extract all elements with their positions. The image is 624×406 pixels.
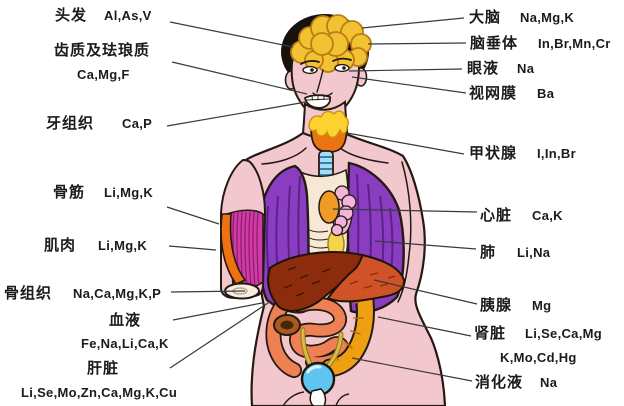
bladder-illustration (300, 361, 336, 406)
leader-line-kidney (377, 316, 472, 337)
label-hair-elements: Al,As,V (104, 8, 152, 23)
label-bone-elements: Na,Ca,Mg,K,P (73, 286, 162, 301)
left-eye-pupil (310, 68, 314, 72)
leader-line-retina (351, 76, 467, 94)
leader-line-brain (361, 17, 465, 29)
head-illustration (281, 14, 372, 122)
leader-line-hair (169, 21, 294, 48)
label-muscle-elements: Li,Mg,K (98, 238, 148, 253)
label-liver-elements: Li,Se,Mo,Zn,Ca,Mg,K,Cu (21, 385, 178, 400)
label-hair: 头发 (55, 7, 88, 24)
label-eyefluid: 眼液 (467, 60, 500, 77)
label-enamel: 齿质及珐琅质 (54, 42, 151, 59)
leader-line-heart (332, 208, 478, 213)
liver-illustration (267, 251, 406, 312)
label-kidney-elements2: K,Mo,Cd,Hg (500, 350, 577, 365)
leader-line-tendon (166, 206, 220, 225)
label-muscle: 肌肉 (44, 237, 77, 254)
leader-line-blood (172, 302, 263, 321)
leader-line-digestive (351, 357, 473, 382)
leader-line-pancreas (373, 279, 478, 305)
label-brain-elements: Na,Mg,K (520, 10, 575, 25)
thyroid-illustration (308, 110, 350, 153)
left-arm-illustration (220, 158, 267, 300)
label-heart-elements: Ca,K (532, 208, 563, 223)
colon-cut-section (273, 314, 301, 336)
collarbone-lines (261, 147, 412, 303)
label-brain: 大脑 (469, 9, 502, 26)
label-kidney-elements: Li,Se,Ca,Mg (525, 326, 602, 341)
label-blood: 血液 (109, 312, 142, 329)
label-blood-elements: Fe,Na,Li,Ca,K (81, 336, 169, 351)
label-tooth: 牙组织 (46, 115, 95, 132)
small-intestine-illustration (289, 296, 350, 370)
leader-line-lung (374, 240, 477, 250)
label-lung: 肺 (480, 244, 497, 261)
label-enamel-elements: Ca,Mg,F (77, 67, 130, 82)
leader-line-liver (169, 300, 272, 369)
label-pituitary-elements: In,Br,Mn,Cr (538, 36, 611, 51)
label-tooth-elements: Ca,P (122, 116, 153, 131)
leader-line-bone (170, 290, 246, 293)
label-retina: 视网膜 (469, 85, 518, 102)
thigh-lines (282, 391, 350, 406)
label-thyroid: 甲状腺 (469, 145, 518, 162)
label-digestive: 消化液 (475, 374, 524, 391)
tendon-illustration (220, 213, 247, 285)
label-thyroid-elements: I,In,Br (537, 146, 576, 161)
leader-line-pituitary (367, 42, 467, 45)
leader-line-tooth (166, 101, 307, 127)
right-arm-line (397, 161, 412, 303)
label-retina-elements: Ba (537, 86, 555, 101)
label-digestive-elements: Na (540, 375, 558, 390)
leader-line-enamel (171, 61, 308, 95)
label-heart: 心脏 (480, 207, 513, 224)
brain-illustration (290, 14, 372, 73)
label-kidney: 肾脏 (474, 325, 507, 342)
thyroid-drip (308, 110, 350, 139)
label-tendon-elements: Li,Mg,K (104, 185, 154, 200)
label-pancreas-elements: Mg (532, 298, 552, 313)
label-pituitary: 脑垂体 (470, 35, 519, 52)
leader-line-muscle (168, 245, 217, 251)
label-eyefluid-elements: Na (517, 61, 535, 76)
label-bone: 骨组织 (4, 285, 53, 302)
leader-lines (166, 17, 478, 382)
label-pancreas: 胰腺 (480, 297, 513, 314)
right-eye-pupil (342, 66, 346, 70)
leader-line-thyroid (346, 132, 465, 155)
label-lung-elements: Li,Na (517, 245, 551, 260)
leader-line-eyefluid (348, 68, 463, 72)
label-liver: 肝脏 (87, 360, 120, 377)
label-tendon: 骨筋 (53, 184, 86, 201)
